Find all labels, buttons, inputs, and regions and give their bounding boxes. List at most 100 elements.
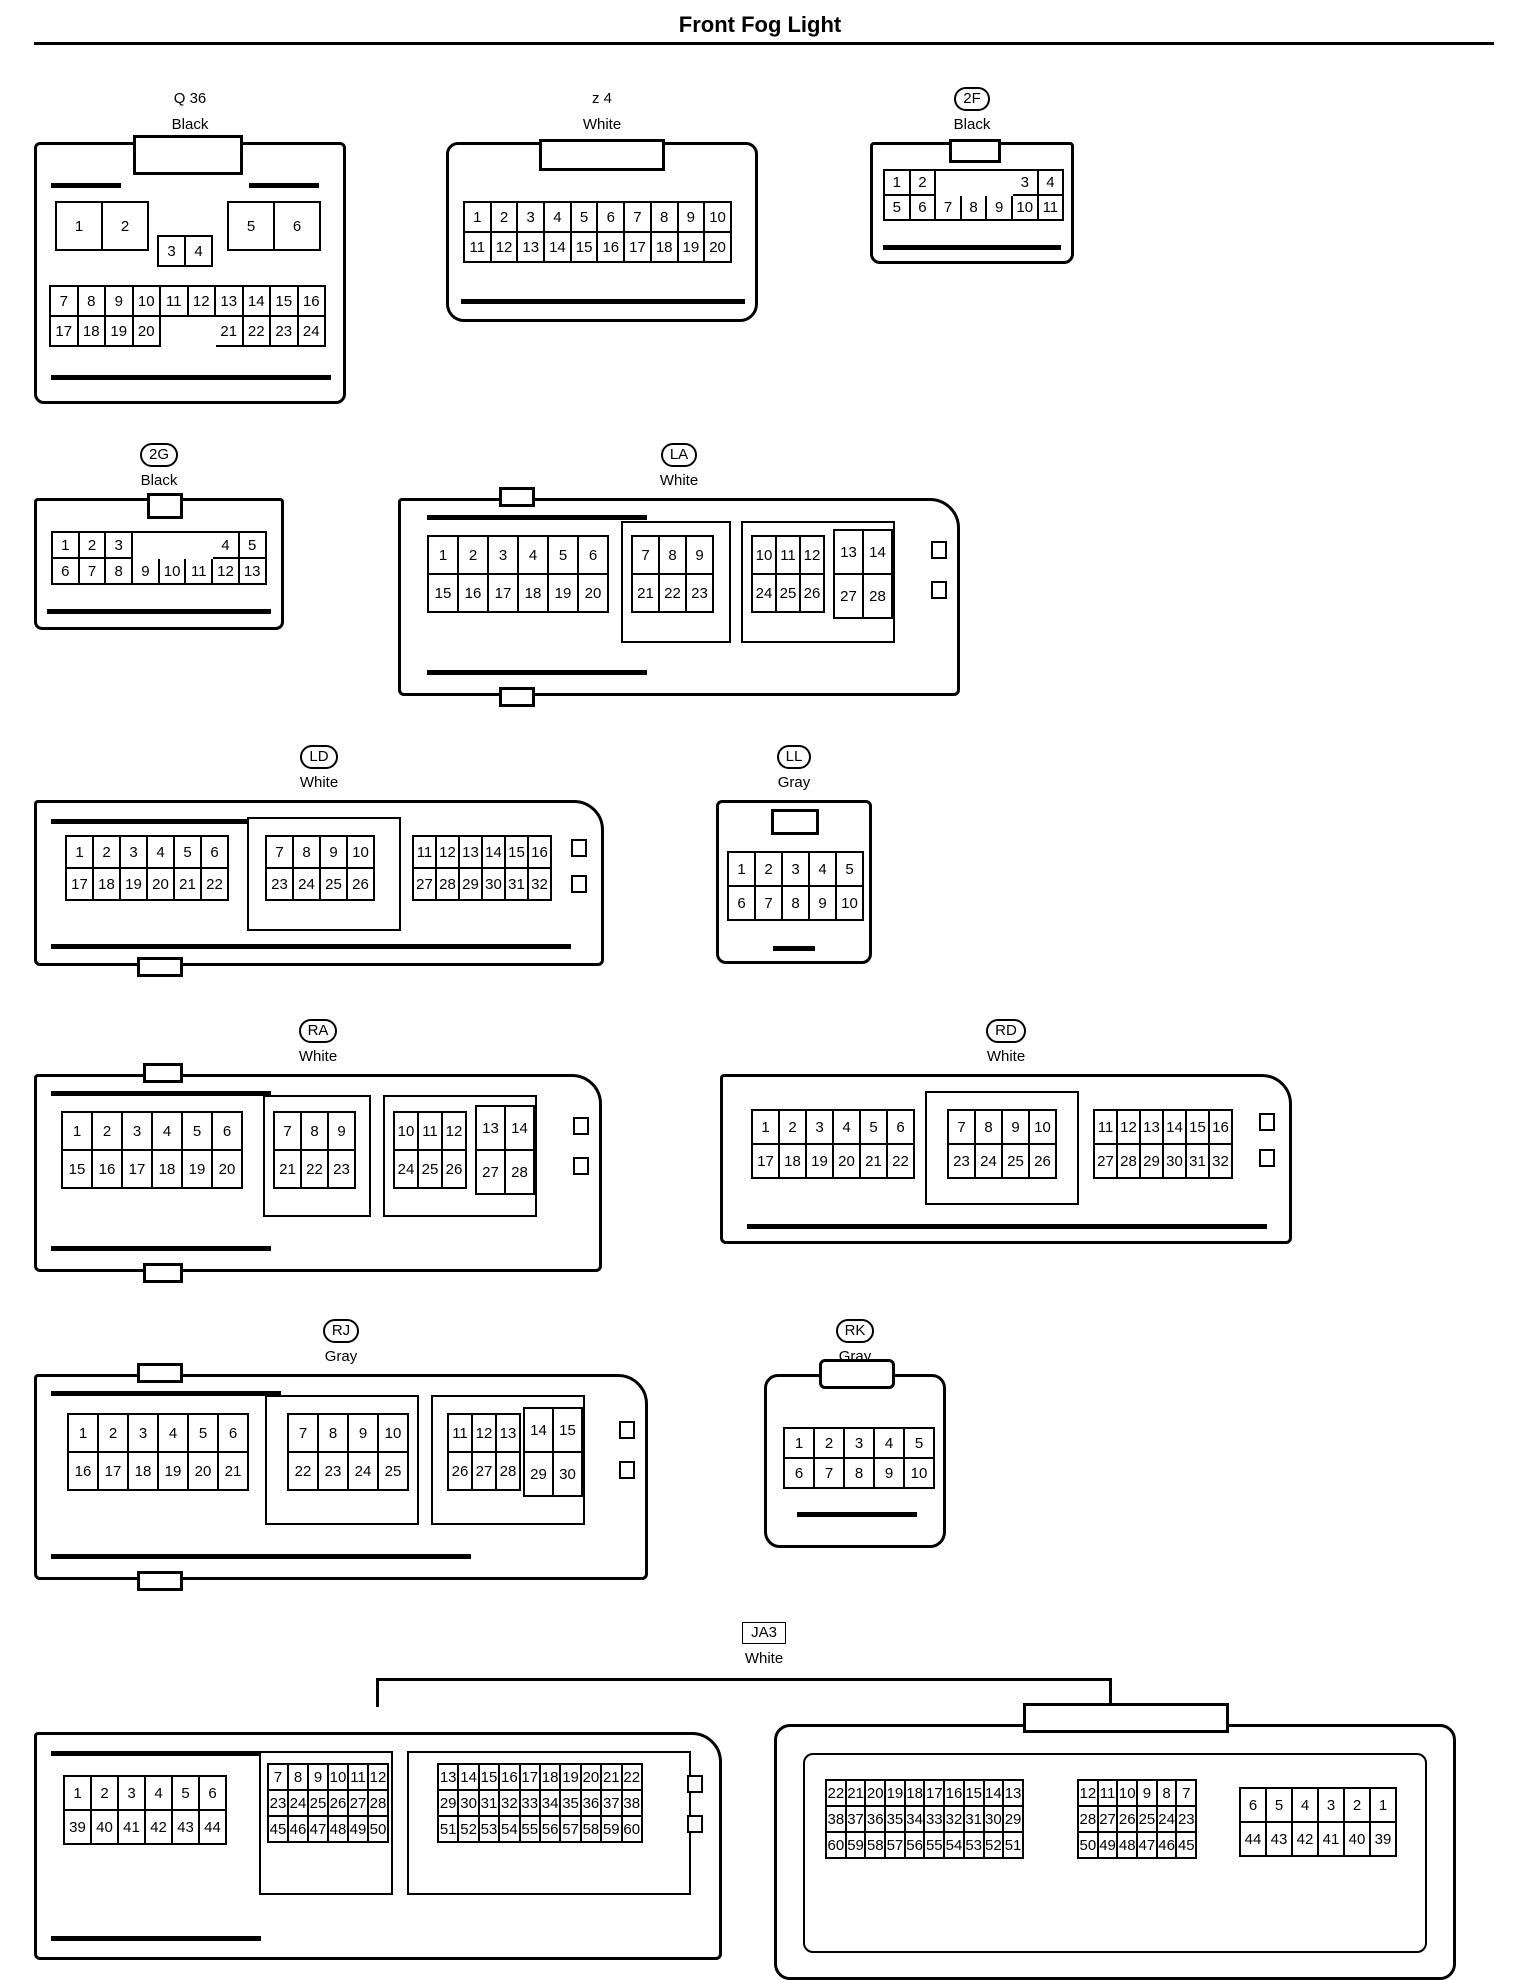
- pin-6: 6: [785, 1459, 815, 1489]
- pin-56: 56: [540, 1817, 562, 1843]
- pin-27: 27: [349, 1791, 369, 1817]
- pin-3: 3: [783, 853, 810, 887]
- pin-9: 9: [321, 837, 348, 869]
- pin-43: 43: [173, 1811, 200, 1845]
- pin-25: 25: [1003, 1145, 1030, 1179]
- pin-9: 9: [106, 287, 134, 317]
- pin-25: 25: [777, 575, 801, 613]
- pin-26: 26: [348, 869, 375, 901]
- pin-29: 29: [439, 1791, 460, 1817]
- pin-40: 40: [1345, 1823, 1371, 1857]
- empty-cavity: [936, 171, 962, 196]
- connector-color: White: [299, 774, 339, 791]
- pin-11: 11: [161, 287, 189, 317]
- connector-id: RJ: [34, 1318, 648, 1344]
- pin-3: 3: [845, 1429, 875, 1459]
- pin-11: 11: [777, 537, 801, 575]
- pin-5: 5: [175, 837, 202, 869]
- pin-19: 19: [106, 317, 134, 347]
- pin-25: 25: [1138, 1807, 1158, 1833]
- pin-14: 14: [525, 1409, 554, 1453]
- pin-32: 32: [500, 1791, 521, 1817]
- pin-2: 2: [94, 837, 121, 869]
- pin-47: 47: [1138, 1833, 1158, 1859]
- pin-10: 10: [133, 287, 161, 317]
- pin-20: 20: [189, 1453, 219, 1491]
- connector-color: White: [582, 116, 622, 133]
- pin-14: 14: [483, 837, 506, 869]
- pin-1: 1: [67, 837, 94, 869]
- pin-24: 24: [1157, 1807, 1178, 1833]
- connector-color: Black: [140, 472, 178, 489]
- pin-20: 20: [705, 233, 732, 263]
- pin-10: 10: [837, 887, 864, 921]
- connector-id: Q 36: [173, 90, 207, 107]
- pin-3: 3: [489, 537, 519, 575]
- pin-27: 27: [1098, 1807, 1119, 1833]
- pin-2: 2: [93, 1113, 123, 1151]
- pin-7: 7: [1177, 1781, 1198, 1807]
- pin-15: 15: [506, 837, 529, 869]
- connector-id: RA: [34, 1018, 602, 1044]
- pin-3: 3: [1012, 171, 1039, 196]
- pin-1: 1: [53, 533, 80, 559]
- pin-28: 28: [864, 575, 893, 619]
- pin-16: 16: [298, 287, 326, 317]
- pin-7: 7: [625, 203, 652, 233]
- pin-10: 10: [1118, 1781, 1139, 1807]
- pin-34: 34: [905, 1807, 926, 1833]
- pin-4: 4: [810, 853, 837, 887]
- pin-23: 23: [687, 575, 714, 613]
- pin-48: 48: [329, 1817, 349, 1843]
- pin-10: 10: [905, 1459, 935, 1489]
- pin-15: 15: [429, 575, 459, 613]
- pin-13: 13: [439, 1765, 460, 1791]
- pin-7: 7: [79, 559, 107, 585]
- pin-8: 8: [660, 537, 687, 575]
- pin-44: 44: [1241, 1823, 1267, 1857]
- pin-50: 50: [369, 1817, 389, 1843]
- pin-21: 21: [175, 869, 202, 901]
- pin-19: 19: [121, 869, 148, 901]
- pin-9: 9: [1003, 1111, 1030, 1145]
- pin-1: 1: [69, 1415, 99, 1453]
- pin-7: 7: [756, 887, 783, 921]
- connector-id: LD: [34, 744, 604, 770]
- pin-15: 15: [271, 287, 299, 317]
- pin-17: 17: [925, 1781, 946, 1807]
- pin-10: 10: [159, 559, 187, 585]
- pin-38: 38: [622, 1791, 643, 1817]
- empty-cavity: [987, 171, 1013, 196]
- pin-13: 13: [1004, 1781, 1024, 1807]
- pin-29: 29: [1141, 1145, 1164, 1179]
- pin-8: 8: [845, 1459, 875, 1489]
- pin-50: 50: [1079, 1833, 1099, 1859]
- pin-57: 57: [561, 1817, 582, 1843]
- pin-6: 6: [888, 1111, 915, 1145]
- pin-58: 58: [581, 1817, 603, 1843]
- pin-3: 3: [119, 1777, 146, 1811]
- pin-11: 11: [1095, 1111, 1118, 1145]
- pin-5: 5: [183, 1113, 213, 1151]
- pin-29: 29: [1004, 1807, 1024, 1833]
- connector-color: Gray: [324, 1348, 358, 1365]
- pin-18: 18: [129, 1453, 159, 1491]
- pin-40: 40: [92, 1811, 119, 1845]
- pin-1: 1: [429, 537, 459, 575]
- pin-6: 6: [729, 887, 756, 921]
